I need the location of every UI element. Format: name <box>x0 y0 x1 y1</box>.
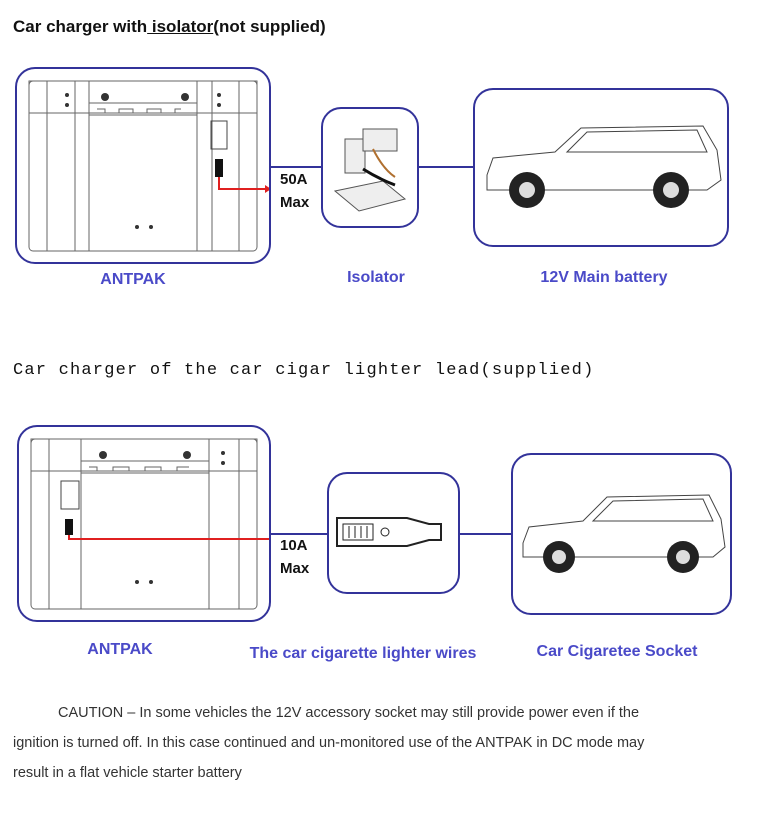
isolator-drawing <box>333 128 407 212</box>
antpak-image-2 <box>17 425 271 622</box>
connector-line <box>269 533 327 535</box>
current-max: Max <box>280 560 310 577</box>
caution-line-2: ignition is turned off. In this case con… <box>13 735 645 751</box>
label-isolator: Isolator <box>347 269 405 286</box>
current-rating-1: 50A Max <box>280 168 309 214</box>
current-value: 10A <box>280 537 308 554</box>
connector-line <box>417 166 473 168</box>
connector-line <box>269 166 321 168</box>
connector-line <box>458 533 511 535</box>
current-max: Max <box>280 194 310 211</box>
current-rating-2: 10A Max <box>280 534 309 580</box>
car-drawing <box>486 125 722 208</box>
car-image-1 <box>473 88 729 247</box>
label-cigarette-socket: Car Cigaretee Socket <box>536 643 698 660</box>
antpak-drawing <box>30 438 269 610</box>
caution-line-3: result in a flat vehicle starter battery <box>13 765 242 781</box>
title-suffix: (not supplied) <box>213 17 326 36</box>
section2-title: Car charger of the car cigar lighter lea… <box>13 361 595 380</box>
antpak-drawing <box>28 80 269 252</box>
caution-line-1: CAUTION – In some vehicles the 12V acces… <box>58 705 640 721</box>
isolator-image <box>321 107 419 228</box>
car-drawing <box>522 494 726 573</box>
label-antpak-2: ANTPAK <box>87 641 153 658</box>
antpak-image-1 <box>15 67 271 264</box>
title-isolator: isolator <box>147 17 214 36</box>
cigarette-plug-drawing <box>336 517 442 547</box>
section1-title: Car charger with isolator(not supplied) <box>13 17 326 37</box>
car-image-2 <box>511 453 732 615</box>
label-antpak-1: ANTPAK <box>100 271 166 288</box>
current-value: 50A <box>280 171 308 188</box>
cigarette-lighter-image <box>327 472 460 594</box>
label-lighter-wires: The car cigarette lighter wires <box>249 645 477 662</box>
title-prefix: Car charger with <box>13 17 148 36</box>
label-main-battery: 12V Main battery <box>540 269 668 286</box>
